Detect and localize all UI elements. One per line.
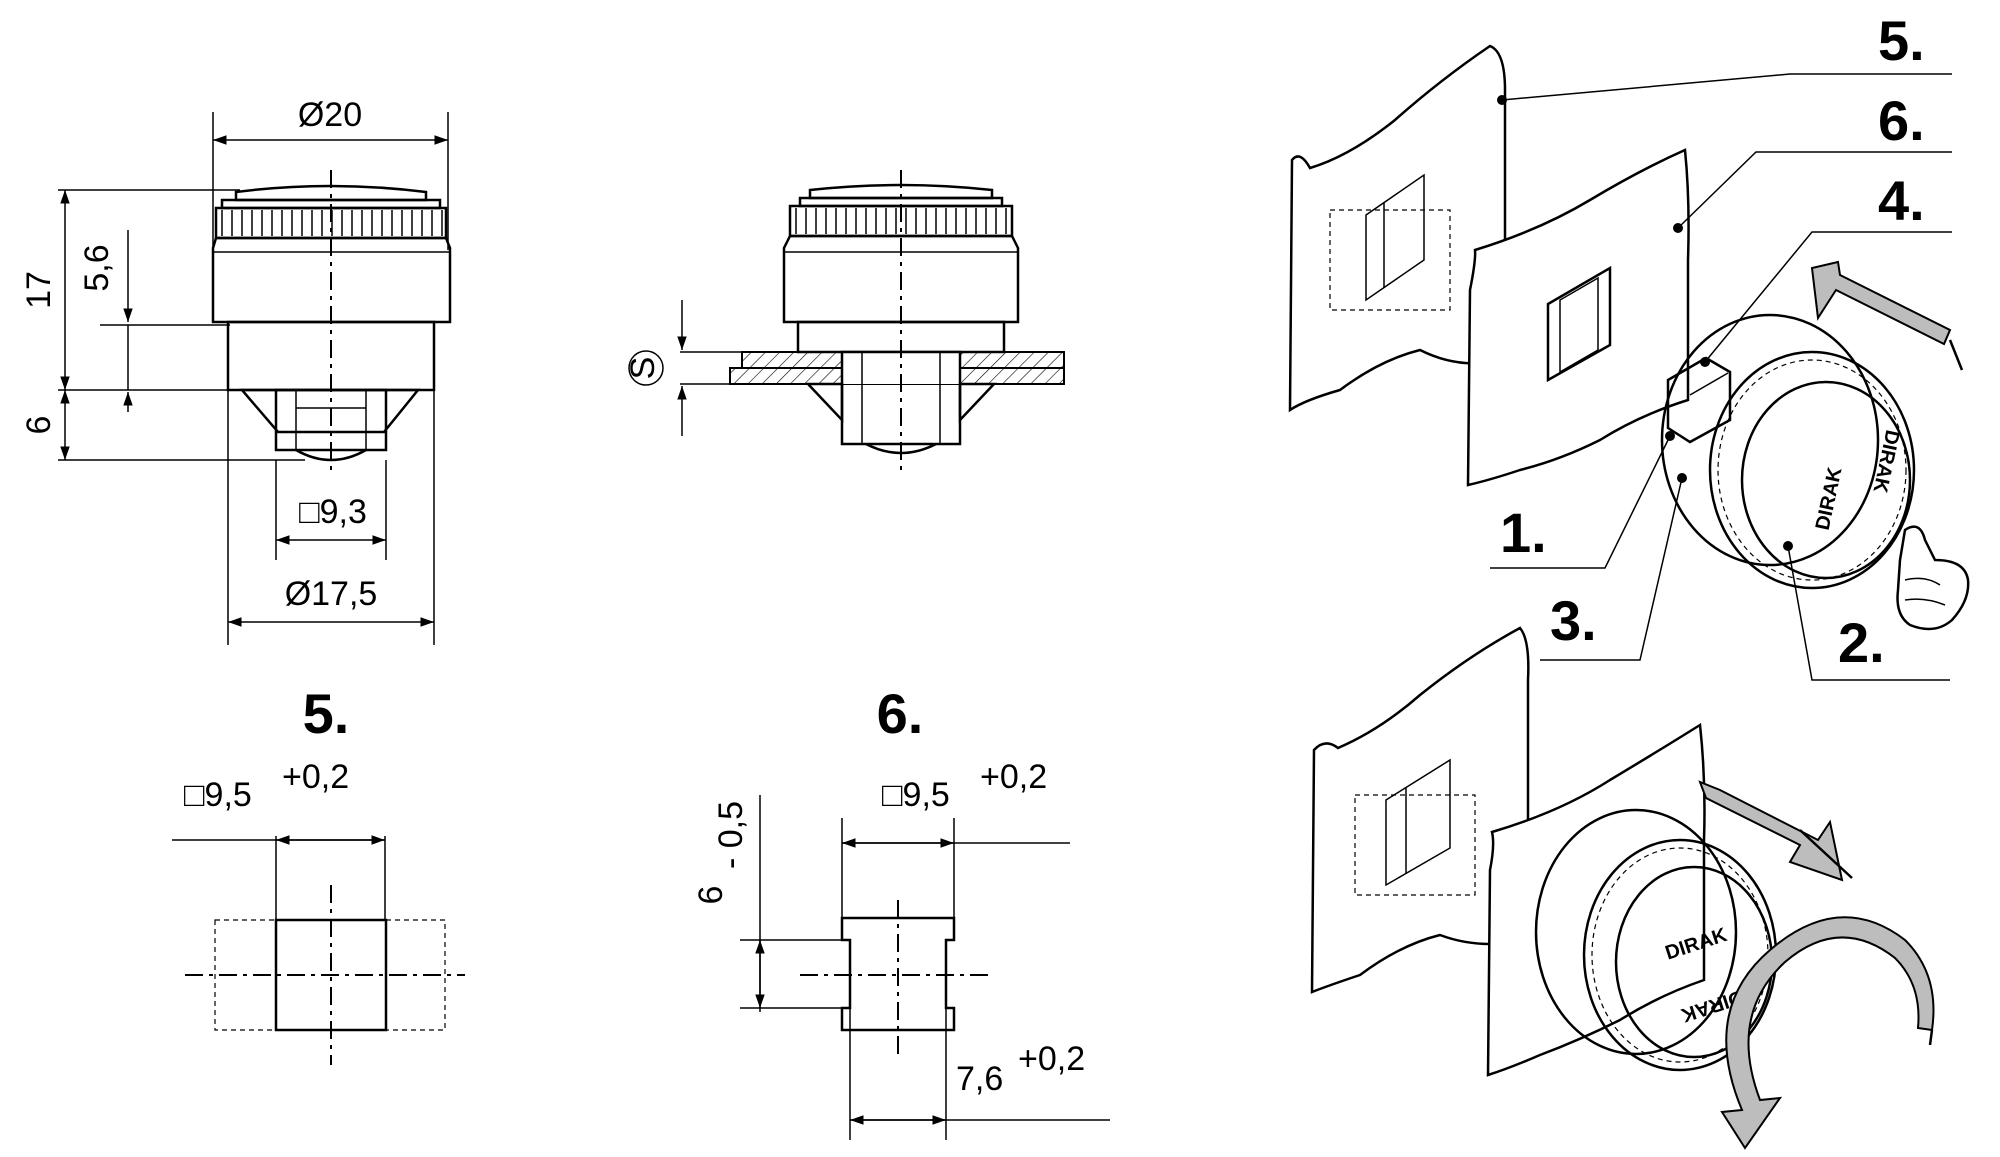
cutout-6-square: □9,5: [882, 776, 950, 814]
brand-logo-text-1: DIRAK: [1812, 465, 1847, 532]
callout-4: 4.: [1878, 169, 1925, 232]
dim-height-6: 6: [20, 416, 58, 435]
callout-5: 5.: [1878, 9, 1925, 72]
dim-height-17: 17: [20, 271, 58, 309]
rotation-view: DIRAK DIRAK: [1310, 626, 1935, 1150]
dim-square-9-3: □9,3: [299, 493, 367, 531]
knurl-lines: [221, 210, 443, 236]
dim-diameter-17-5: Ø17,5: [285, 575, 378, 613]
side-view: Ø20 17 5,6 6 □9,3 Ø17,5: [20, 96, 452, 645]
callout-6: 6.: [1878, 89, 1925, 152]
callout-1: 1.: [1500, 501, 1547, 564]
cutout-6-tolerance: +0,2: [980, 758, 1047, 796]
cutout-6-height-tolerance: - 0,5: [712, 801, 750, 869]
cutout-6-width-tolerance: +0,2: [1018, 1040, 1085, 1078]
cutout-5-square: □9,5: [184, 776, 252, 814]
cutout-6-height: 6: [692, 886, 730, 905]
cutout-5-label: 5.: [303, 682, 350, 745]
dim-diameter-20: Ø20: [298, 96, 362, 134]
callout-3: 3.: [1550, 589, 1597, 652]
brand-logo-top: DIRAK DIRAK: [1812, 428, 1903, 532]
brand-logo-text-2: DIRAK: [1868, 428, 1903, 495]
callout-2: 2.: [1838, 611, 1885, 674]
assembly-exploded-view: DIRAK DIRAK 5. 6. 4. 1. 3. 2.: [1288, 9, 1970, 681]
cutout-5: 5. □9,5 +0,2: [172, 682, 465, 1065]
cutout-6-label: 6.: [877, 682, 924, 745]
cutout-6-width: 7,6: [956, 1060, 1003, 1098]
dim-height-5-6: 5,6: [78, 244, 116, 291]
cutout-6: 6. □9,5 +0,2 6 - 0,5 7,6 +0,2: [692, 682, 1110, 1140]
cutout-5-tolerance: +0,2: [282, 758, 349, 796]
dim-sheet-thickness: S: [624, 357, 662, 380]
section-view: S: [624, 170, 1065, 475]
